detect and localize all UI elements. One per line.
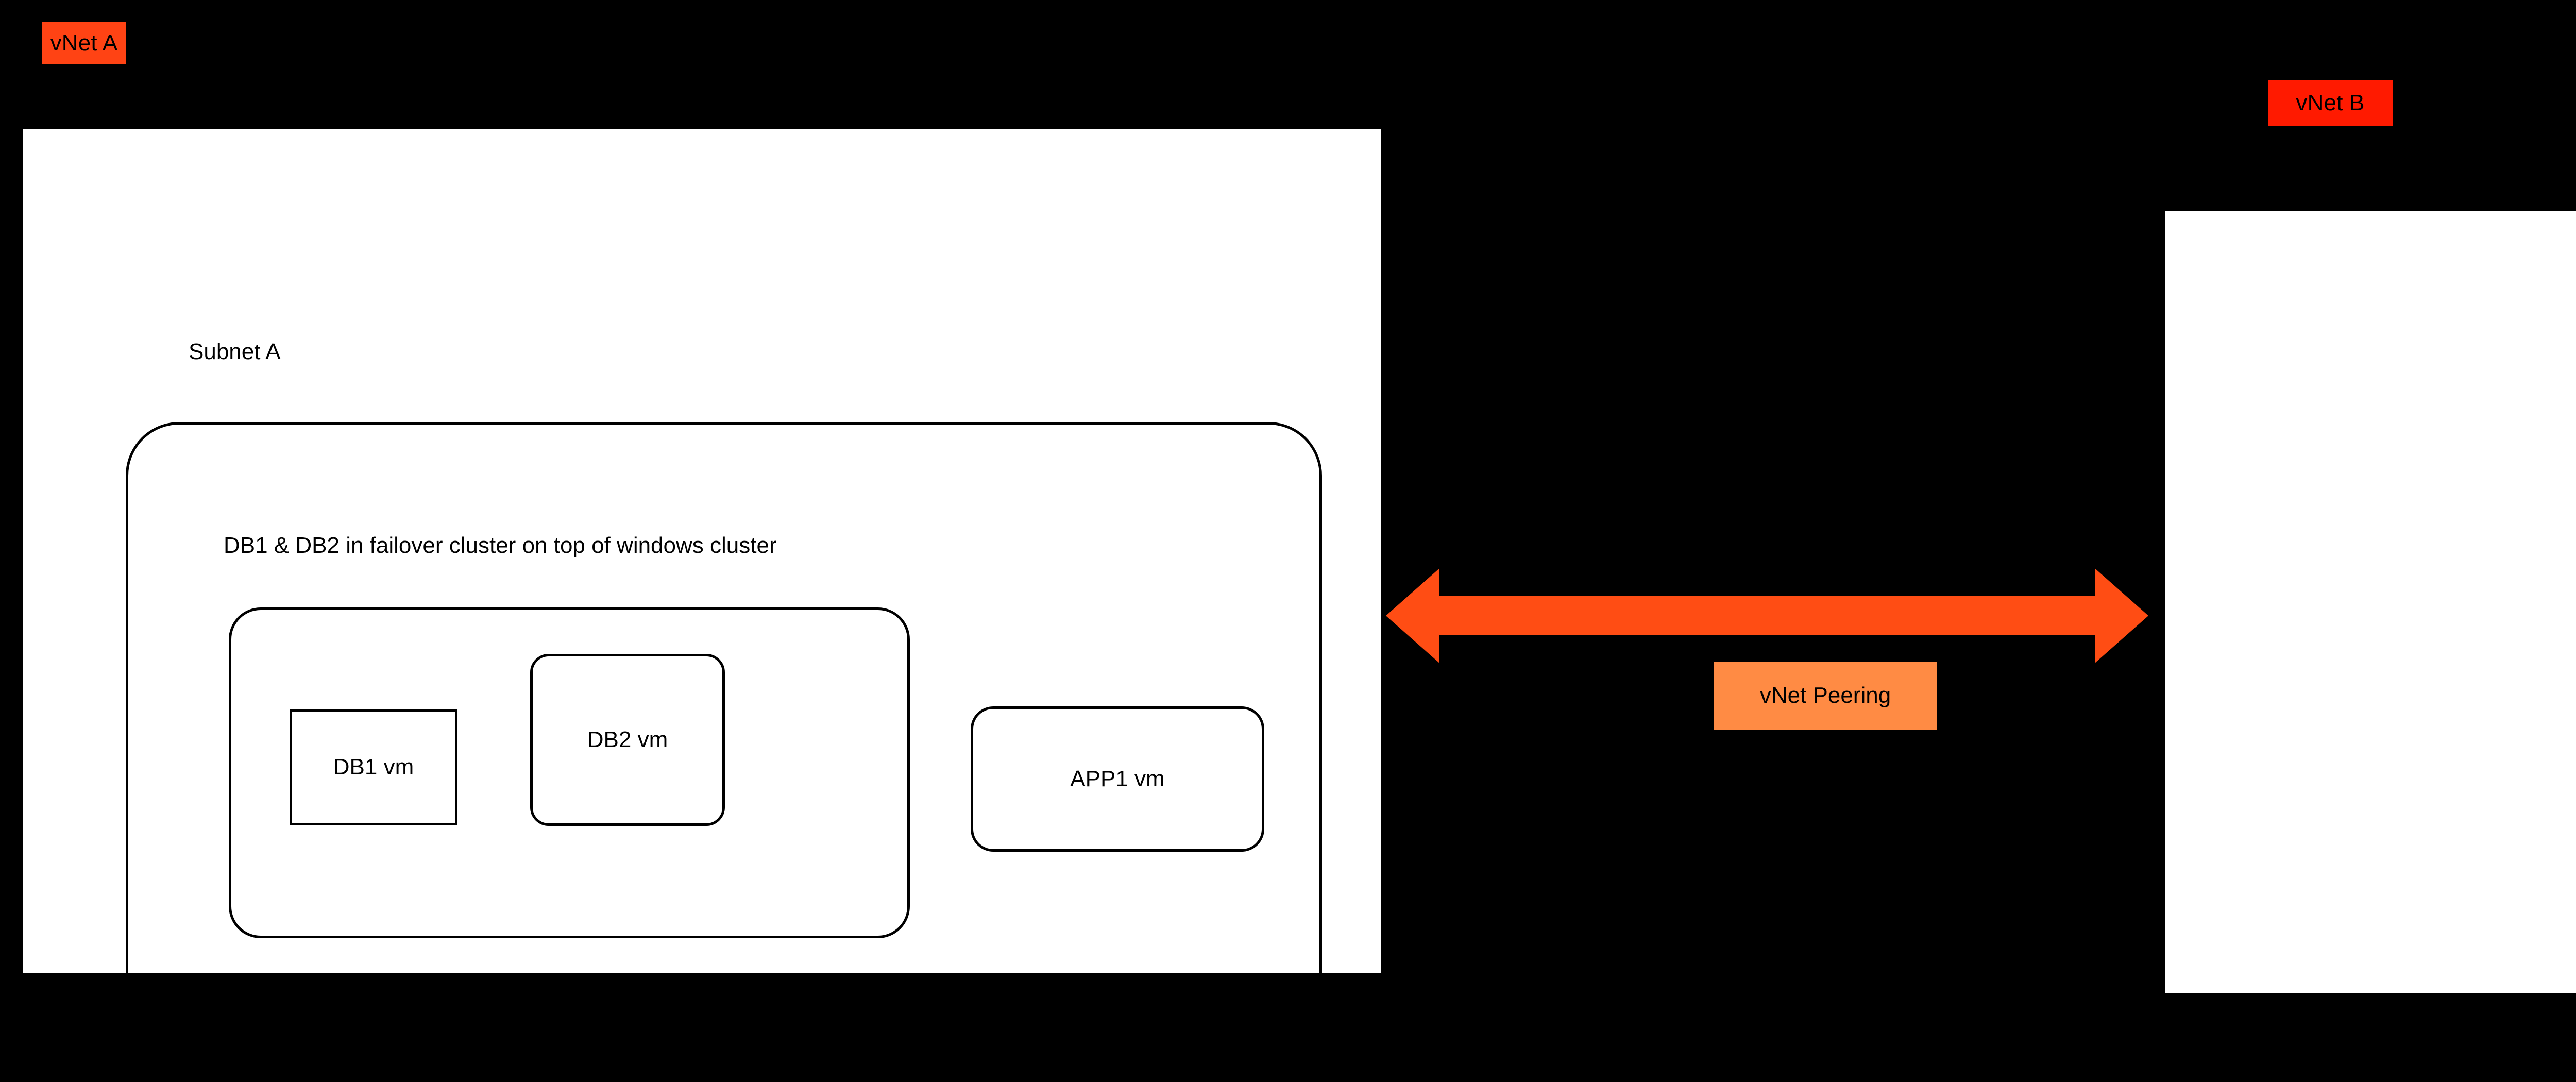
vnet-b-tag[interactable]: vNet B [2268, 80, 2393, 126]
windows-failover-cluster-box[interactable] [229, 607, 910, 938]
vm-db2[interactable]: DB2 vm [530, 654, 725, 826]
vnet-a-tag[interactable]: vNet A [42, 22, 126, 64]
vnet-b-panel[interactable]: Subnet B AD vm [2165, 211, 2576, 993]
subnet-a-label: Subnet A [189, 339, 281, 364]
failover-cluster-caption: DB1 & DB2 in failover cluster on top of … [224, 533, 777, 558]
diagram-canvas: vNet A Subnet A DB1 & DB2 in failover cl… [23, 22, 2576, 1041]
vnet-peering-double-arrow-icon [1386, 564, 2148, 667]
vnet-a-panel[interactable]: Subnet A DB1 & DB2 in failover cluster o… [23, 129, 1381, 1041]
vm-db1[interactable]: DB1 vm [290, 709, 457, 825]
vnet-peering-tag[interactable]: vNet Peering [1714, 662, 1937, 730]
vm-app1[interactable]: APP1 vm [971, 706, 1264, 852]
